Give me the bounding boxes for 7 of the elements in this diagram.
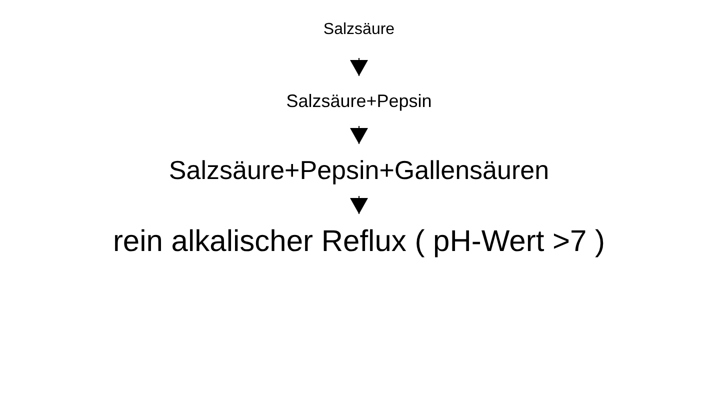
step-label: Salzsäure+Pepsin [286,90,432,112]
step-label: Salzsäure+Pepsin+Gallensäuren [168,154,550,186]
arrow [350,196,368,214]
step-label: Salzsäure [323,21,395,39]
step-label: rein alkalischer Reflux ( pH-Wert >7 ) [112,225,606,259]
arrow [350,126,368,144]
arrow [350,58,368,76]
